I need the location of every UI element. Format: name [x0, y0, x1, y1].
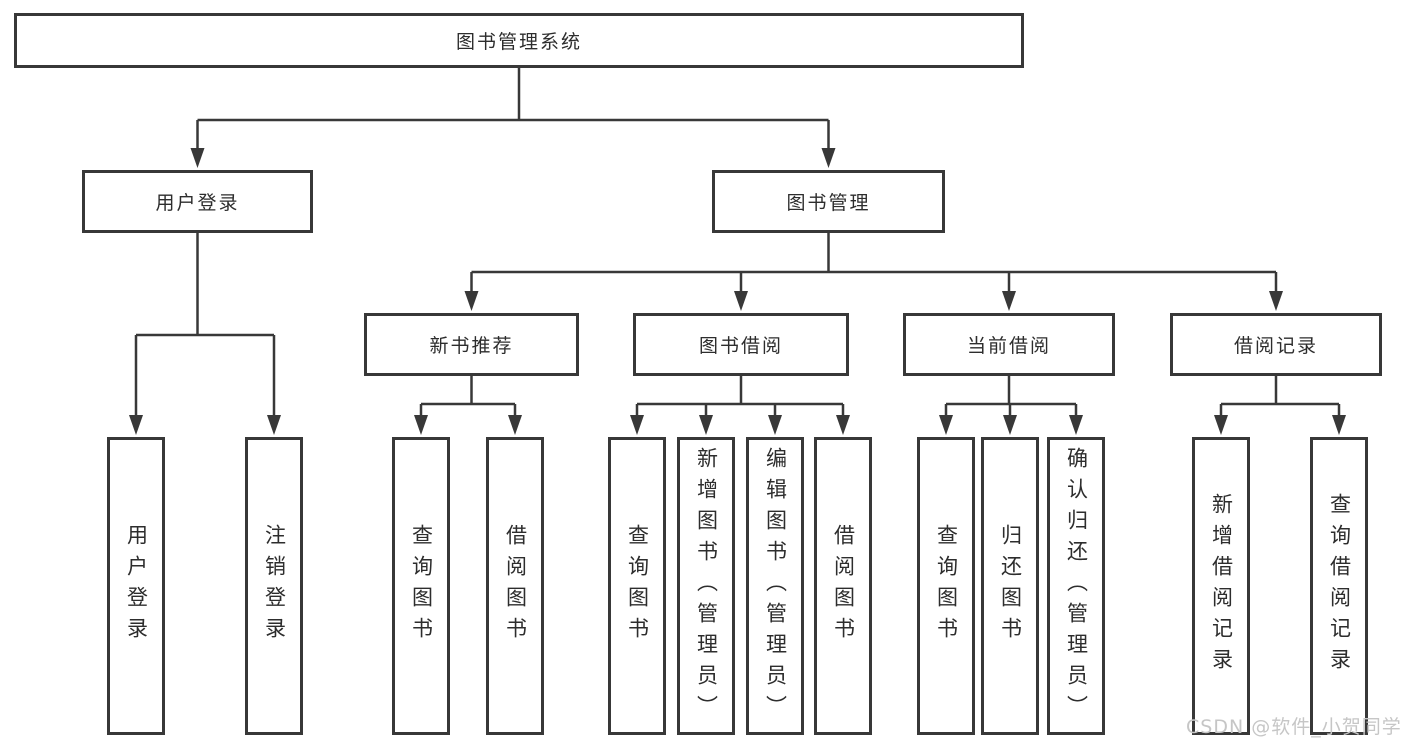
node-leaf-borrow-book-recommend-label: 借阅图书: [503, 524, 528, 648]
node-leaf-return-book-label: 归还图书: [998, 524, 1023, 648]
node-leaf-user-login-label: 用户登录: [124, 524, 149, 648]
node-leaf-edit-book-admin-label: 编辑图书（管理员）: [763, 446, 788, 726]
node-root: 图书管理系统: [14, 13, 1024, 68]
node-user-login-label: 用户登录: [155, 192, 240, 214]
node-leaf-edit-book-admin: 编辑图书（管理员）: [746, 437, 804, 735]
node-leaf-query-book-current-label: 查询图书: [934, 524, 959, 648]
node-leaf-logout: 注销登录: [245, 437, 303, 735]
node-current-borrow-label: 当前借阅: [966, 335, 1051, 357]
node-leaf-return-book: 归还图书: [981, 437, 1039, 735]
node-leaf-user-login: 用户登录: [107, 437, 165, 735]
node-leaf-borrow-book-recommend: 借阅图书: [486, 437, 544, 735]
node-new-book-recommend: 新书推荐: [364, 313, 579, 376]
node-leaf-borrow-book: 借阅图书: [814, 437, 872, 735]
node-leaf-borrow-book-label: 借阅图书: [831, 524, 856, 648]
node-leaf-query-book-borrow-label: 查询图书: [625, 524, 650, 648]
node-leaf-logout-label: 注销登录: [262, 524, 287, 648]
node-book-management-label: 图书管理: [786, 192, 871, 214]
node-book-borrow-label: 图书借阅: [698, 335, 783, 357]
node-book-management: 图书管理: [712, 170, 945, 233]
node-root-label: 图书管理系统: [455, 31, 582, 53]
node-leaf-confirm-return-admin-label: 确认归还（管理员）: [1064, 446, 1089, 726]
node-leaf-query-book-borrow: 查询图书: [608, 437, 666, 735]
node-leaf-add-book-admin-label: 新增图书（管理员）: [694, 446, 719, 726]
node-leaf-add-borrow-record: 新增借阅记录: [1192, 437, 1250, 735]
node-new-book-recommend-label: 新书推荐: [429, 335, 514, 357]
node-leaf-query-book-recommend: 查询图书: [392, 437, 450, 735]
node-borrow-record: 借阅记录: [1170, 313, 1382, 376]
node-leaf-confirm-return-admin: 确认归还（管理员）: [1047, 437, 1105, 735]
node-user-login: 用户登录: [82, 170, 313, 233]
node-leaf-query-book-current: 查询图书: [917, 437, 975, 735]
node-leaf-add-borrow-record-label: 新增借阅记录: [1209, 493, 1234, 679]
node-borrow-record-label: 借阅记录: [1233, 335, 1318, 357]
node-book-borrow: 图书借阅: [633, 313, 849, 376]
node-leaf-add-book-admin: 新增图书（管理员）: [677, 437, 735, 735]
watermark: CSDN @软件_小贺同学: [1186, 716, 1402, 738]
node-current-borrow: 当前借阅: [903, 313, 1115, 376]
node-leaf-query-borrow-record-label: 查询借阅记录: [1327, 493, 1352, 679]
node-leaf-query-book-recommend-label: 查询图书: [409, 524, 434, 648]
node-leaf-query-borrow-record: 查询借阅记录: [1310, 437, 1368, 735]
